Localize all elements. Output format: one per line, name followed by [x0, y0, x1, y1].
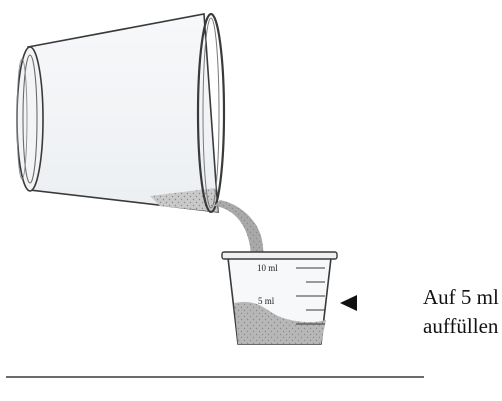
instruction-text: Auf 5 ml auffüllen: [423, 283, 501, 341]
pouring-container: [17, 14, 224, 212]
cup-mark-5-ml: 5 ml: [258, 296, 275, 306]
pointer-arrow-icon: [340, 295, 357, 311]
cup-mark-10-ml: 10 ml: [257, 263, 278, 273]
measuring-cup: 10 ml 5 ml: [222, 252, 337, 344]
